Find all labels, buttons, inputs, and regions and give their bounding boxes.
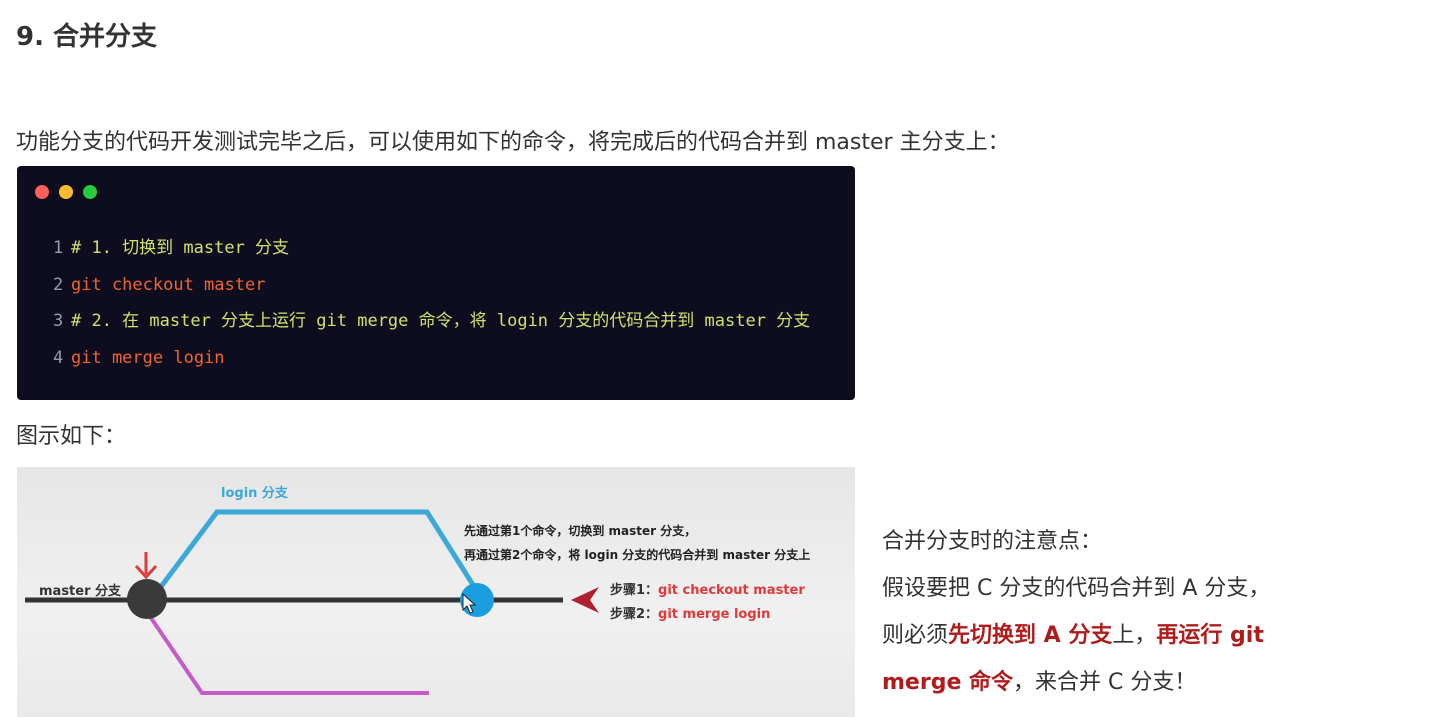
minimize-dot-icon [59, 185, 73, 199]
code-line: 3 # 2. 在 master 分支上运行 git merge 命令，将 logi… [53, 303, 810, 340]
note-line-3: 则必须先切换到 A 分支上，再运行 git [882, 612, 1342, 659]
section-heading: 9. 合并分支 [16, 22, 158, 52]
maximize-dot-icon [83, 185, 97, 199]
close-dot-icon [35, 185, 49, 199]
line-number: 2 [53, 274, 64, 295]
pointer-triangle-icon [571, 587, 599, 613]
step2-label: 步骤2： [610, 607, 659, 622]
code-line: 2 git checkout master [53, 267, 810, 304]
note-emphasis-switch: 先切换到 A 分支 [948, 623, 1113, 648]
note-line-2: 假设要把 C 分支的代码合并到 A 分支， [882, 576, 1271, 601]
marker-arrow-icon [134, 552, 158, 580]
code-line: 4 git merge login [53, 340, 810, 377]
diagram-caption: 图示如下： [16, 424, 127, 449]
step1-label: 步骤1： [610, 583, 659, 598]
merge-diagram: login 分支 master 分支 先通过第1个命令，切换到 master 分… [17, 467, 855, 717]
note-line-3-mid: 上， [1112, 623, 1157, 648]
note-emphasis-merge: merge 命令 [882, 670, 1014, 695]
other-branch-line [147, 613, 429, 695]
window-controls [35, 185, 97, 199]
master-branch-label: master 分支 [39, 584, 122, 599]
line-number: 1 [53, 238, 64, 258]
step-note-1: 先通过第1个命令，切换到 master 分支， [464, 524, 697, 538]
code-lines: 1 # 1. 切换到 master 分支 2 git checkout master… [53, 230, 810, 376]
line-number: 4 [53, 347, 64, 368]
note-line-3-prefix: 则必须 [882, 623, 949, 648]
merge-note: 合并分支时的注意点： 假设要把 C 分支的代码合并到 A 分支， 则必须先切换到… [882, 518, 1342, 706]
note-title: 合并分支时的注意点： [882, 529, 1103, 554]
line-number: 3 [53, 311, 64, 331]
note-line-4: merge 命令，来合并 C 分支！ [882, 659, 1342, 706]
master-commit-node [127, 579, 167, 619]
code-text: # 2. 在 master 分支上运行 git merge 命令，将 login… [71, 311, 811, 331]
code-text: # 1. 切换到 master 分支 [71, 238, 290, 258]
code-line: 1 # 1. 切换到 master 分支 [53, 230, 810, 267]
intro-paragraph: 功能分支的代码开发测试完毕之后，可以使用如下的命令，将完成后的代码合并到 mas… [16, 130, 1010, 155]
login-branch-line [158, 509, 478, 590]
branch-graph [25, 509, 599, 695]
login-branch-label: login 分支 [221, 486, 288, 501]
code-block: 1 # 1. 切换到 master 分支 2 git checkout master… [17, 166, 855, 400]
note-line-4-suffix: ，来合并 C 分支！ [1013, 670, 1197, 695]
note-emphasis-run: 再运行 git [1156, 623, 1264, 648]
cursor-icon [462, 592, 477, 614]
step1: 步骤1：git checkout master [610, 579, 805, 598]
step2: 步骤2：git merge login [610, 603, 770, 622]
step1-command: git checkout master [658, 583, 805, 598]
code-text: git merge login [71, 347, 225, 368]
code-text: git checkout master [71, 274, 266, 295]
step2-command: git merge login [658, 607, 771, 622]
step-note-2: 再通过第2个命令，将 login 分支的代码合并到 master 分支上 [464, 548, 811, 562]
